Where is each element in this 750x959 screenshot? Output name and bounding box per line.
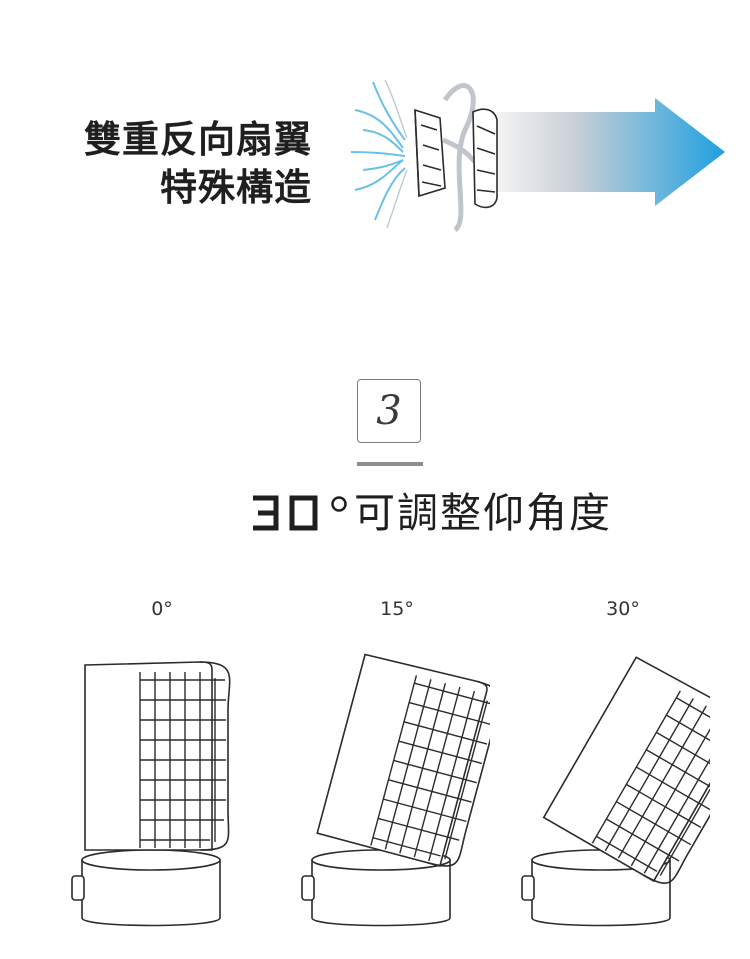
wind-intake-lines xyxy=(350,81,406,221)
fan-head xyxy=(542,656,710,884)
front-fan-blade xyxy=(472,108,498,209)
wind-intake-lines-grey xyxy=(384,79,408,229)
fan-tilt-30-illustration xyxy=(521,656,710,927)
fan-head xyxy=(316,653,490,868)
dual-blade-airflow-illustration xyxy=(350,79,725,233)
fan-tilt-0-illustration xyxy=(71,661,231,927)
angle-label-0: 0° xyxy=(151,598,173,620)
stylised-digit-three-icon xyxy=(253,495,279,531)
fan-head xyxy=(84,661,231,851)
stylised-digit-zero-icon xyxy=(289,495,318,531)
feature-headline: 雙重反向扇翼 特殊構造 xyxy=(84,116,312,212)
fan-grille-bars xyxy=(370,675,490,862)
badge-underline xyxy=(357,462,423,466)
fan-base xyxy=(301,849,451,927)
headline-line-2: 特殊構造 xyxy=(160,166,312,209)
airflow-arrow xyxy=(495,98,725,206)
angle-label-15: 15° xyxy=(380,598,414,620)
step-number: 3 xyxy=(376,388,402,434)
fan-grille-bars xyxy=(139,672,226,848)
tilt-angle-heading: 可調整仰角度 xyxy=(250,485,612,541)
headline-line-1: 雙重反向扇翼 xyxy=(84,118,312,161)
degree-symbol-icon xyxy=(331,496,347,512)
rear-fan-blade xyxy=(414,108,446,198)
fan-base xyxy=(71,849,221,927)
heading-text: 可調整仰角度 xyxy=(354,489,612,537)
airflow-swirl xyxy=(442,83,477,233)
fan-tilt-15-illustration xyxy=(301,653,490,927)
step-number-badge: 3 xyxy=(357,379,421,443)
angle-label-30: 30° xyxy=(606,598,640,620)
fan-grille-bars xyxy=(591,690,710,876)
